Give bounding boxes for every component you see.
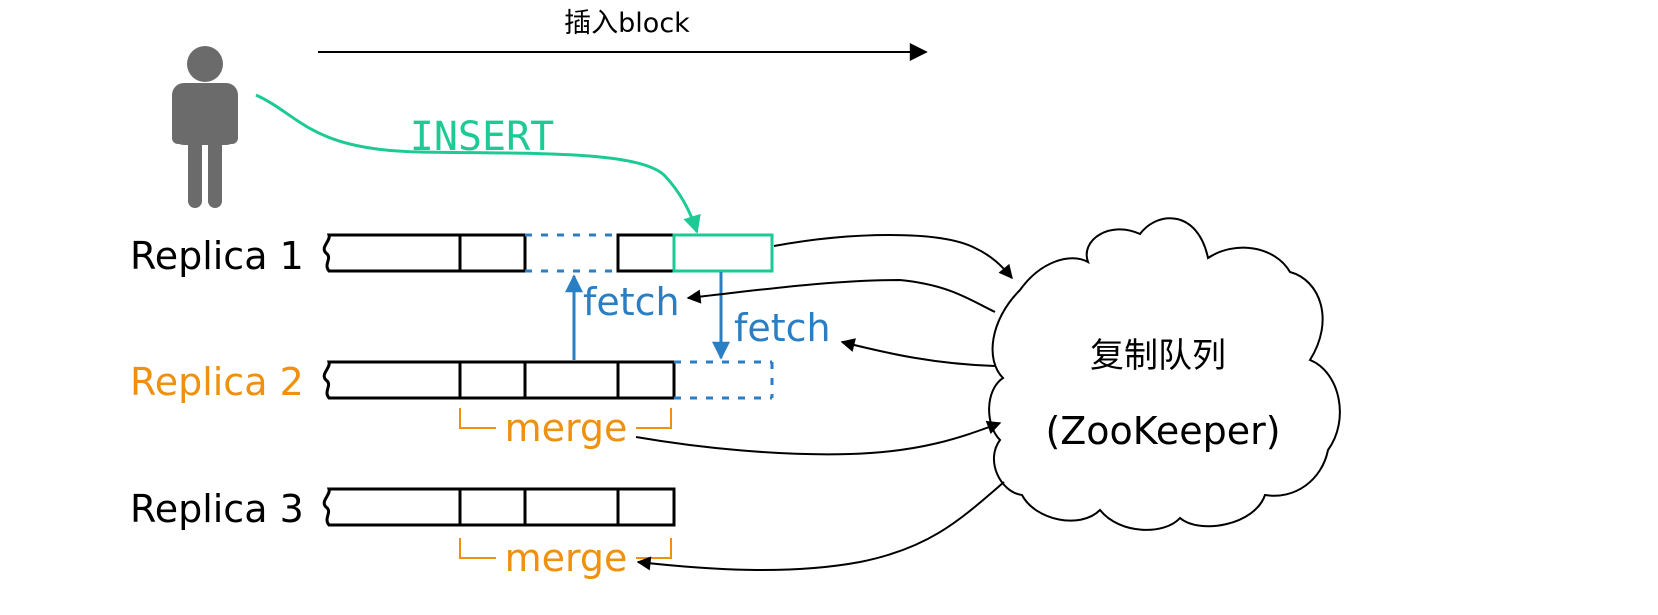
replica-1-label: Replica 1 <box>130 234 304 278</box>
insert-arrow <box>255 93 701 234</box>
queue-to-replica-2-arrow <box>840 338 996 367</box>
merge-label-3: merge <box>505 536 628 580</box>
replica-1-missing-part <box>525 233 618 273</box>
replica-2-track <box>322 360 676 400</box>
insert-label: INSERT <box>410 114 555 160</box>
replica-2-label: Replica 2 <box>130 360 304 404</box>
queue-to-replica-3-arrow <box>636 481 1005 571</box>
replica-1-new-part <box>672 233 774 273</box>
replica-1-to-queue-arrow <box>773 234 1013 280</box>
replica-1-part-3 <box>616 233 676 273</box>
queue-subtitle: (ZooKeeper) <box>1045 409 1280 453</box>
person-icon <box>172 46 238 208</box>
replica-3-track <box>322 487 676 527</box>
merge-label-2: merge <box>505 406 628 450</box>
top-arrow-label: 插入block <box>564 8 690 39</box>
replica-2-missing-part <box>674 360 774 400</box>
queue-to-replica-1-arrow <box>686 278 996 313</box>
replica-1-track <box>322 233 676 273</box>
fetch-label-1: fetch <box>583 280 680 324</box>
replica-2-to-queue-arrow <box>635 420 1002 456</box>
queue-connectors <box>635 234 1013 571</box>
replica-3-label: Replica 3 <box>130 487 304 531</box>
cloud-icon <box>988 217 1341 531</box>
replica-1-part-1 <box>322 233 527 273</box>
merge-bracket-2 <box>459 408 672 429</box>
queue-title: 复制队列 <box>1090 336 1226 376</box>
fetch-label-2: fetch <box>734 306 831 350</box>
